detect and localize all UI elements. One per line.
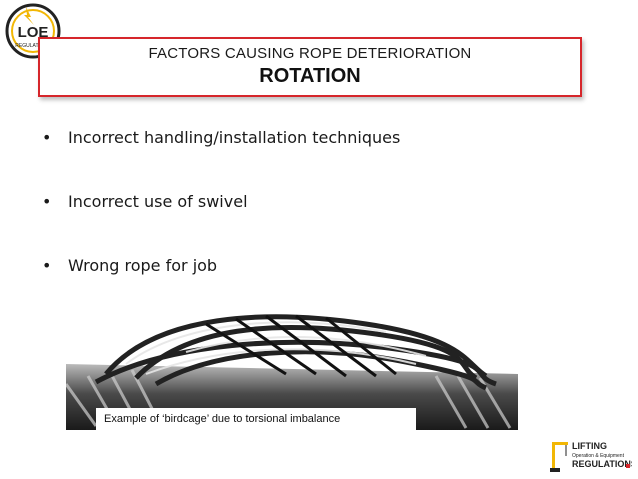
loe-logo: LOE REGULATIONS (5, 3, 61, 59)
logo-subtext: REGULATIONS (15, 43, 51, 49)
bullet-text: Wrong rope for job (68, 256, 218, 275)
bullet-list: • Incorrect handling/installation techniq… (42, 128, 400, 320)
bullet-text: Incorrect handling/installation techniqu… (68, 128, 401, 147)
bullet-icon: • (42, 128, 52, 147)
logo-text: LOE (18, 24, 49, 41)
lifting-regulations-logo: LIFTING Operation & Equipment REGULATION… (550, 441, 632, 472)
logo-line3: REGULATIONS (572, 459, 632, 469)
bullet-item: • Wrong rope for job (42, 256, 400, 320)
bullet-icon: • (42, 256, 52, 275)
logo-line1: LIFTING (572, 441, 607, 451)
slide-supertitle: FACTORS CAUSING ROPE DETERIORATION (148, 45, 472, 62)
bullet-item: • Incorrect handling/installation techniq… (42, 128, 400, 192)
title-box: FACTORS CAUSING ROPE DETERIORATION ROTAT… (38, 37, 582, 97)
logo-line2: Operation & Equipment (572, 453, 625, 459)
figure-caption: Example of ‘birdcage’ due to torsional i… (96, 408, 416, 430)
slide-title: ROTATION (259, 65, 361, 87)
bullet-text: Incorrect use of swivel (68, 192, 248, 211)
bullet-item: • Incorrect use of swivel (42, 192, 400, 256)
bullet-icon: • (42, 192, 52, 211)
